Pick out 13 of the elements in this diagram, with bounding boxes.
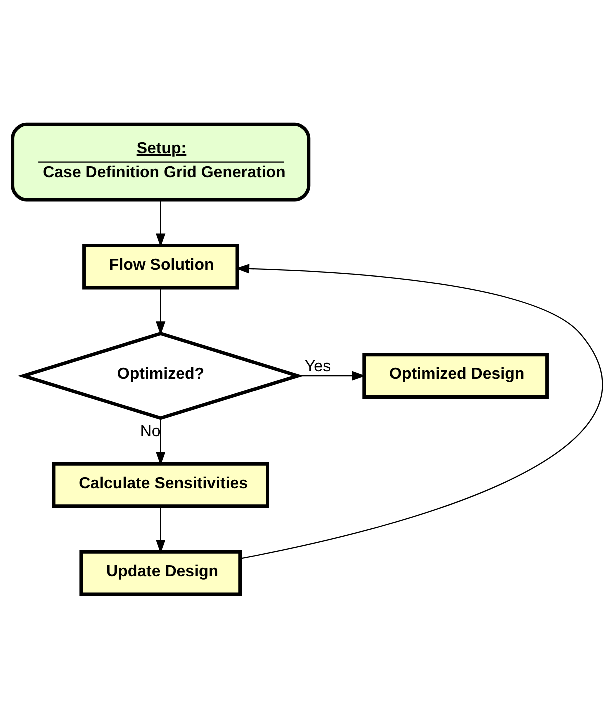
arrow: [298, 371, 366, 381]
node-diamond: Optimized?: [18, 332, 304, 420]
node-box: Optimized Design: [362, 353, 549, 399]
arrow: [236, 264, 603, 560]
node-box: Flow Solution: [82, 244, 240, 290]
edge-label: No: [140, 424, 161, 441]
node-box: Calculate Sensitivities: [52, 462, 270, 508]
node-box: Setup: Case Definition Grid Generation: [11, 122, 311, 202]
edge-label: Yes: [304, 358, 332, 376]
node-box: Update Design: [80, 550, 242, 596]
arrow: [156, 506, 166, 554]
arrow: [156, 288, 166, 336]
arrow: [156, 418, 166, 466]
